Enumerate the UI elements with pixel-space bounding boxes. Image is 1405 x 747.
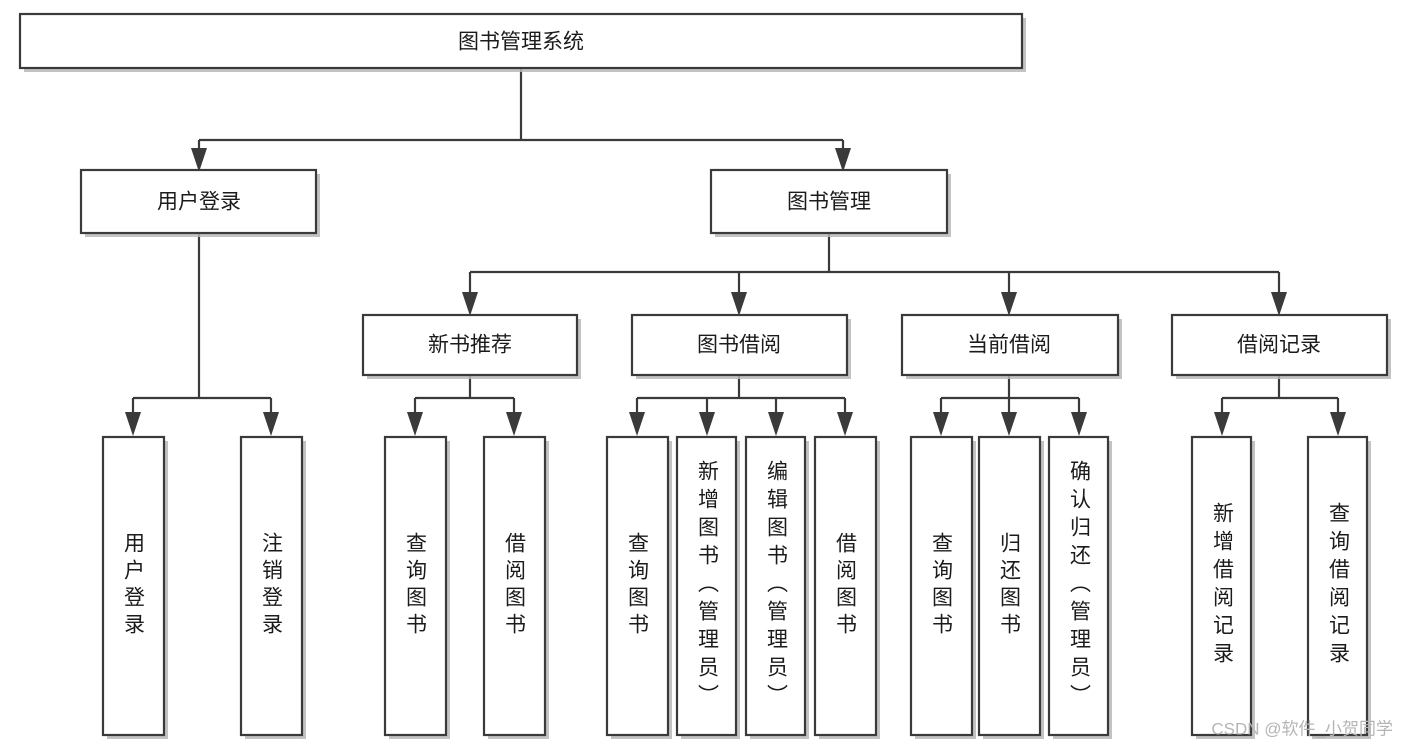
watermark-label: CSDN @软件_小贺同学: [1211, 720, 1393, 739]
node-leaf11-box[interactable]: [1047, 435, 1110, 737]
arrow-head-login: [191, 148, 207, 172]
node-bookmgmt[interactable]: 图书管理: [709, 168, 951, 237]
node-leaf6-box[interactable]: [675, 435, 738, 737]
node-leaf13-label: 查询借阅记录: [1327, 502, 1351, 670]
connector-layer: [125, 68, 1346, 436]
node-login-box[interactable]: [79, 168, 318, 235]
node-layer: 图书管理系统 用户登录 图书管理 新书推荐: [18, 12, 1391, 739]
node-leaf4-label: 借阅图书: [503, 532, 527, 640]
connector-bookmgmt-to-level3: [468, 233, 1281, 296]
connector-newbook-to-leaves: [413, 375, 516, 418]
arrow-head-bookmgmt: [835, 148, 851, 172]
connector-root-to-level2: [197, 68, 845, 160]
node-leaf10[interactable]: 归还图书: [977, 435, 1044, 739]
node-current-label: 当前借阅: [967, 334, 1051, 357]
node-leaf10-label: 归还图书: [998, 532, 1022, 640]
node-leaf4-box[interactable]: [482, 435, 547, 737]
arrow-head-leaf7: [768, 412, 784, 436]
node-leaf6-label: 新增图书（管理员）: [696, 460, 720, 712]
node-leaf3[interactable]: 查询图书: [383, 435, 450, 739]
node-leaf3-label: 查询图书: [404, 532, 428, 640]
node-leaf9[interactable]: 查询图书: [909, 435, 976, 739]
arrow-head-newbook: [462, 292, 478, 316]
arrow-head-leaf6: [699, 412, 715, 436]
node-leaf9-box[interactable]: [909, 435, 974, 737]
node-records-box[interactable]: [1170, 313, 1389, 377]
arrow-head-leaf1: [125, 412, 141, 436]
node-current-box[interactable]: [900, 313, 1120, 377]
node-leaf4[interactable]: 借阅图书: [482, 435, 549, 739]
node-bookmgmt-box[interactable]: [709, 168, 949, 235]
node-borrow-label: 图书借阅: [697, 334, 781, 357]
node-leaf1-label: 用户登录: [122, 532, 146, 640]
arrow-head-borrow: [731, 292, 747, 316]
node-newbook-label: 新书推荐: [428, 334, 512, 357]
node-leaf8-box[interactable]: [813, 435, 878, 737]
node-borrow[interactable]: 图书借阅: [630, 313, 851, 379]
node-bookmgmt-label: 图书管理: [787, 191, 871, 214]
node-leaf12-label: 新增借阅记录: [1211, 502, 1235, 670]
arrow-head-leaf12: [1214, 412, 1230, 436]
node-leaf12[interactable]: 新增借阅记录: [1190, 435, 1255, 739]
connector-records-to-leaves: [1220, 375, 1340, 418]
node-leaf13-box[interactable]: [1306, 435, 1369, 737]
node-leaf5-box[interactable]: [605, 435, 670, 737]
node-leaf12-box[interactable]: [1190, 435, 1253, 737]
connector-borrow-to-leaves: [635, 375, 847, 418]
node-current[interactable]: 当前借阅: [900, 313, 1122, 379]
node-leaf8-label: 借阅图书: [834, 532, 858, 640]
node-leaf11-label: 确认归还（管理员）: [1068, 460, 1092, 712]
node-login[interactable]: 用户登录: [79, 168, 320, 237]
node-leaf11[interactable]: 确认归还（管理员）: [1047, 435, 1112, 739]
arrow-head-leaf4: [506, 412, 522, 436]
node-leaf6[interactable]: 新增图书（管理员）: [675, 435, 740, 739]
arrow-head-leaf2: [263, 412, 279, 436]
connector-current-to-leaves: [939, 375, 1081, 418]
node-leaf5[interactable]: 查询图书: [605, 435, 672, 739]
node-leaf3-box[interactable]: [383, 435, 448, 737]
arrow-head-leaf13: [1330, 412, 1346, 436]
arrow-head-leaf8: [837, 412, 853, 436]
arrow-head-leaf9: [933, 412, 949, 436]
node-borrow-box[interactable]: [630, 313, 849, 377]
node-login-label: 用户登录: [157, 191, 241, 214]
node-leaf7[interactable]: 编辑图书（管理员）: [744, 435, 809, 739]
node-leaf7-box[interactable]: [744, 435, 807, 737]
node-leaf2-box[interactable]: [239, 435, 304, 737]
node-leaf10-box[interactable]: [977, 435, 1042, 737]
arrow-head-leaf10: [1001, 412, 1017, 436]
node-root-box[interactable]: [18, 12, 1024, 70]
node-newbook[interactable]: 新书推荐: [361, 313, 581, 379]
node-root-label: 图书管理系统: [458, 31, 584, 54]
node-leaf9-label: 查询图书: [930, 532, 954, 640]
node-records[interactable]: 借阅记录: [1170, 313, 1391, 379]
node-leaf5-label: 查询图书: [626, 532, 650, 640]
node-leaf8[interactable]: 借阅图书: [813, 435, 880, 739]
node-leaf2-label: 注销登录: [260, 532, 284, 640]
node-root[interactable]: 图书管理系统: [18, 12, 1026, 72]
arrow-head-records: [1271, 292, 1287, 316]
node-newbook-box[interactable]: [361, 313, 579, 377]
arrow-head-current: [1001, 292, 1017, 316]
node-records-label: 借阅记录: [1237, 334, 1321, 357]
connector-login-to-leaves: [131, 233, 273, 418]
node-leaf2[interactable]: 注销登录: [239, 435, 306, 739]
arrow-head-leaf11: [1071, 412, 1087, 436]
node-leaf1-box[interactable]: [101, 435, 166, 737]
node-leaf1[interactable]: 用户登录: [101, 435, 168, 739]
arrow-head-leaf5: [629, 412, 645, 436]
node-leaf13[interactable]: 查询借阅记录: [1306, 435, 1371, 739]
arrow-head-leaf3: [407, 412, 423, 436]
node-leaf7-label: 编辑图书（管理员）: [765, 460, 789, 712]
